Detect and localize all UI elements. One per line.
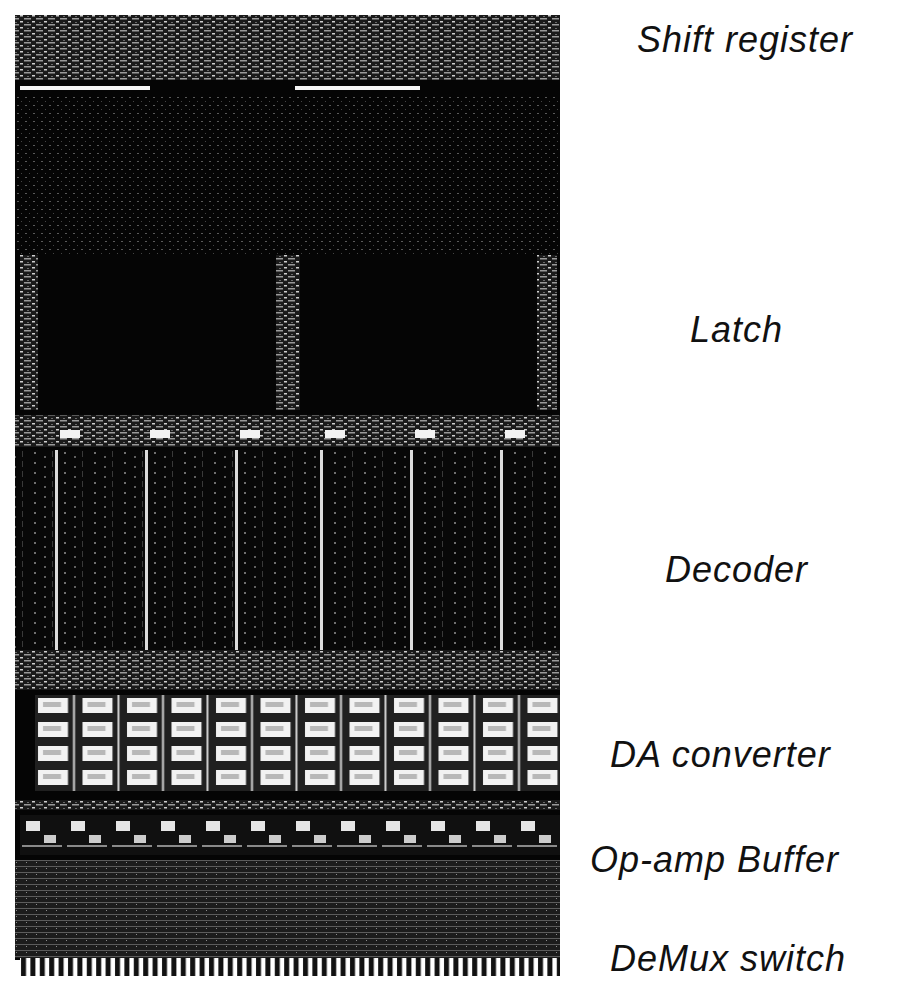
latch-column [20,255,38,410]
part-label: DA converter [610,734,831,776]
part-label: Latch [690,309,783,351]
latch-column [537,255,557,410]
op-amp-block [20,815,560,855]
contact-marks [60,430,525,438]
part-label: Shift register [630,12,860,67]
part-label: Op-amp Buffer [590,839,839,881]
demux-block [15,860,560,958]
part-label: Decoder [665,549,808,591]
metal-line [295,86,420,90]
shift-register-block [15,15,560,80]
latch-column [276,255,300,410]
da-converter-block [35,695,560,791]
routing-row [15,800,560,810]
decoder-separators [55,450,503,650]
output-pads [20,958,560,976]
decoder-block [15,450,560,650]
routing-row [15,650,560,690]
interconnect-row [15,415,560,447]
latch-block [15,95,560,255]
die-body [15,15,560,960]
metal-line [20,86,150,90]
part-label: DeMux switch [610,938,846,980]
